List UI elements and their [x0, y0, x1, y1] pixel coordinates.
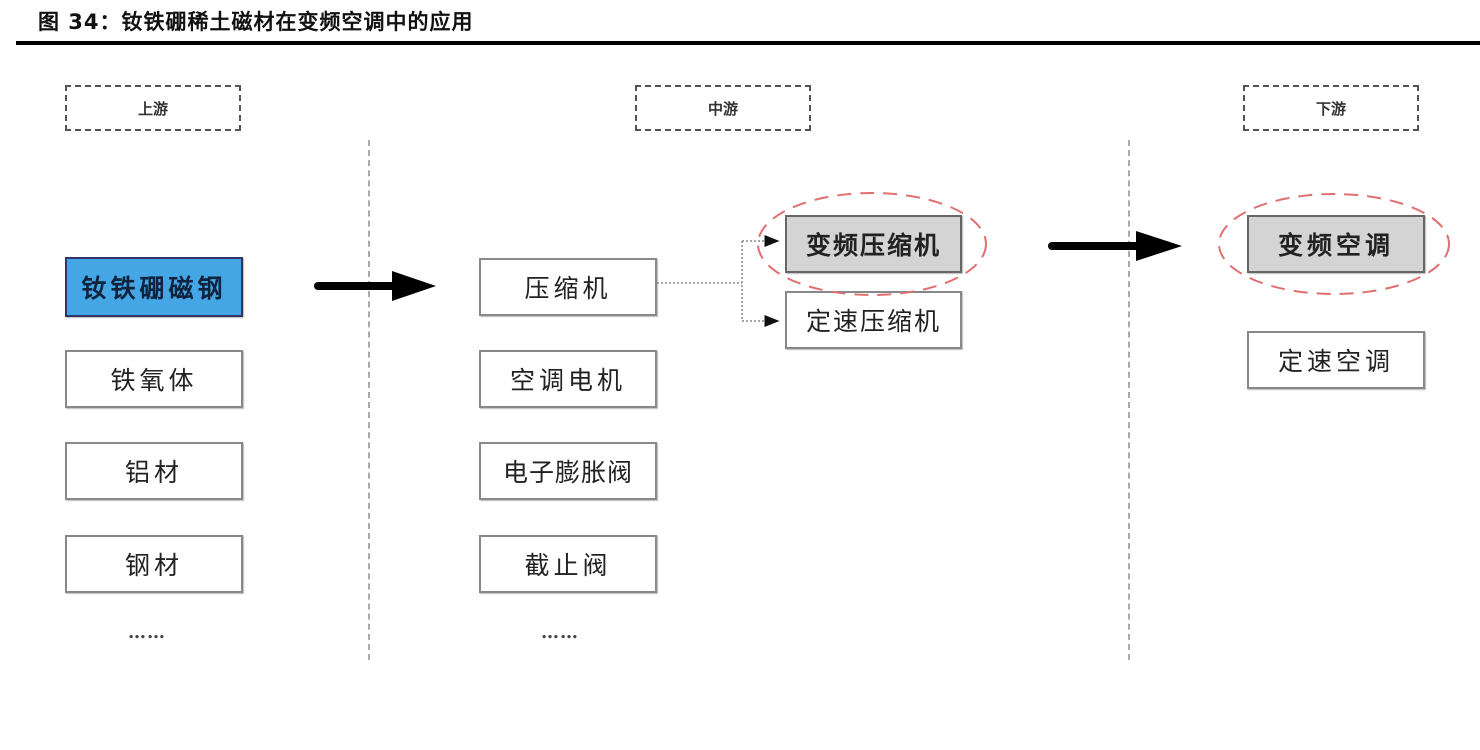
- midstream-more: ……: [541, 622, 579, 643]
- highlight-ellipse-inverter-compressor: [757, 192, 987, 296]
- figure-title: 图 34：钕铁硼稀土磁材在变频空调中的应用: [38, 10, 474, 34]
- node-fixed-speed-ac: 定速空调: [1247, 331, 1425, 389]
- title-underline: [16, 41, 1480, 45]
- node-inverter-ac: 变频空调: [1247, 215, 1425, 273]
- stage-label-downstream: 下游: [1243, 85, 1419, 131]
- highlight-ellipse-inverter-ac: [1218, 193, 1450, 295]
- stage-divider-2: [1128, 140, 1130, 660]
- upstream-more: ……: [128, 622, 166, 643]
- stage-divider-1: [368, 140, 370, 660]
- compressor-branch-connector: [657, 235, 780, 327]
- node-steel: 钢材: [65, 535, 243, 593]
- stage-label-upstream: 上游: [65, 85, 241, 131]
- node-inverter-compressor: 变频压缩机: [785, 215, 962, 273]
- node-aluminum: 铝材: [65, 442, 243, 500]
- node-ac-motor: 空调电机: [479, 350, 657, 408]
- node-ferrite: 铁氧体: [65, 350, 243, 408]
- node-stop-valve: 截止阀: [479, 535, 657, 593]
- stage-label-midstream: 中游: [635, 85, 811, 131]
- flow-arrow-midstream-to-downstream: [1048, 231, 1182, 261]
- node-ndfeb-magnet: 钕铁硼磁钢: [65, 257, 243, 317]
- node-fixed-speed-compressor: 定速压缩机: [785, 291, 962, 349]
- flow-arrow-upstream-to-midstream: [314, 271, 436, 301]
- node-compressor: 压缩机: [479, 258, 657, 316]
- node-electronic-expansion-valve: 电子膨胀阀: [479, 442, 657, 500]
